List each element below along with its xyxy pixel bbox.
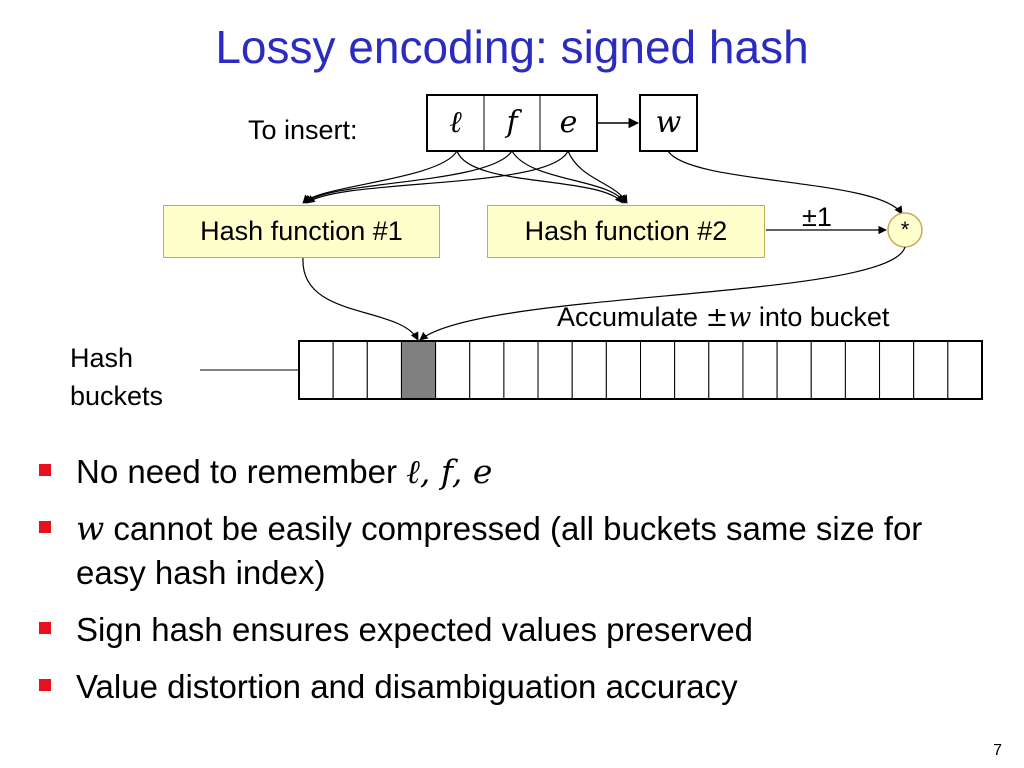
hash-buckets-label: Hash buckets [70,339,163,415]
hash-bucket [640,340,676,400]
accumulate-text-pre: Accumulate [557,302,706,332]
hash-buckets-label-line1: Hash [70,343,134,373]
hash-bucket [947,340,983,400]
hash-buckets-label-line2: buckets [70,381,164,411]
bullet-item: Sign hash ensures expected values preser… [36,608,996,652]
multiply-symbol: * [900,217,910,242]
arrow-f-to-hash1 [304,150,513,204]
hash-bucket [435,340,471,400]
arrow-e-to-hash1 [306,150,569,204]
hash-bucket [913,340,949,400]
bullet-math-prefix: w [76,509,105,548]
hash-bucket-array [298,340,983,400]
accumulate-text-post: into bucket [751,302,890,332]
weight-cell: w [655,105,682,140]
accumulate-math: ±w [705,302,752,333]
hash-bucket [469,340,505,400]
bullet-text: Value distortion and disambiguation accu… [76,668,738,705]
hash-bucket [742,340,778,400]
arrow-e-to-hash2 [567,150,628,204]
bullet-square-icon [39,521,51,533]
bullet-square-icon [39,679,51,691]
hash-bucket [776,340,812,400]
hash-bucket [298,340,334,400]
hash-bucket-array-border [298,340,983,400]
hash-function-1-box: Hash function #1 [163,205,440,258]
bullet-item: No need to remember ℓ, f, e [36,450,996,494]
arrow-f-to-hash2 [511,150,626,204]
hash-bucket [332,340,368,400]
to-insert-label: To insert: [248,115,358,145]
bullet-square-icon [39,464,51,476]
tuple-cell-e: e [559,105,578,140]
signed-hash-diagram [200,94,983,400]
hash-bucket [605,340,641,400]
bullet-item: w cannot be easily compressed (all bucke… [36,507,996,595]
accumulate-label: Accumulate ±w into bucket [557,302,890,333]
hash-bucket [571,340,607,400]
hash-bucket [366,340,402,400]
tuple-cell-f: f [506,105,518,140]
slide-number: 7 [993,742,1002,759]
bullet-text: No need to remember [76,453,407,490]
hash-bucket [879,340,915,400]
arrow-l-to-hash2 [456,150,624,204]
bullet-text: Sign hash ensures expected values preser… [76,611,753,648]
hash-bucket [708,340,744,400]
arrow-multiply-to-bucket [419,246,906,341]
bullet-item: Value distortion and disambiguation accu… [36,665,996,709]
bullet-list: No need to remember ℓ, f, e w cannot be e… [36,450,996,722]
arrow-w-to-multiply [667,150,903,215]
hash-bucket-highlighted [400,340,437,400]
hash-bucket [674,340,710,400]
slide-title: Lossy encoding: signed hash [215,21,809,73]
bullet-square-icon [39,622,51,634]
arrow-hash1-to-bucket [302,257,419,341]
tuple-box [426,94,598,152]
hash-bucket [537,340,573,400]
tuple-cell-l: ℓ [449,105,462,140]
hash-bucket [503,340,539,400]
bullet-text: cannot be easily compressed (all buckets… [76,510,923,591]
hash-function-2-box: Hash function #2 [487,205,765,258]
hash-bucket [844,340,881,400]
hash-bucket [810,340,846,400]
bullet-math-suffix: ℓ, f, e [406,452,493,491]
sign-label: ±1 [802,202,832,232]
